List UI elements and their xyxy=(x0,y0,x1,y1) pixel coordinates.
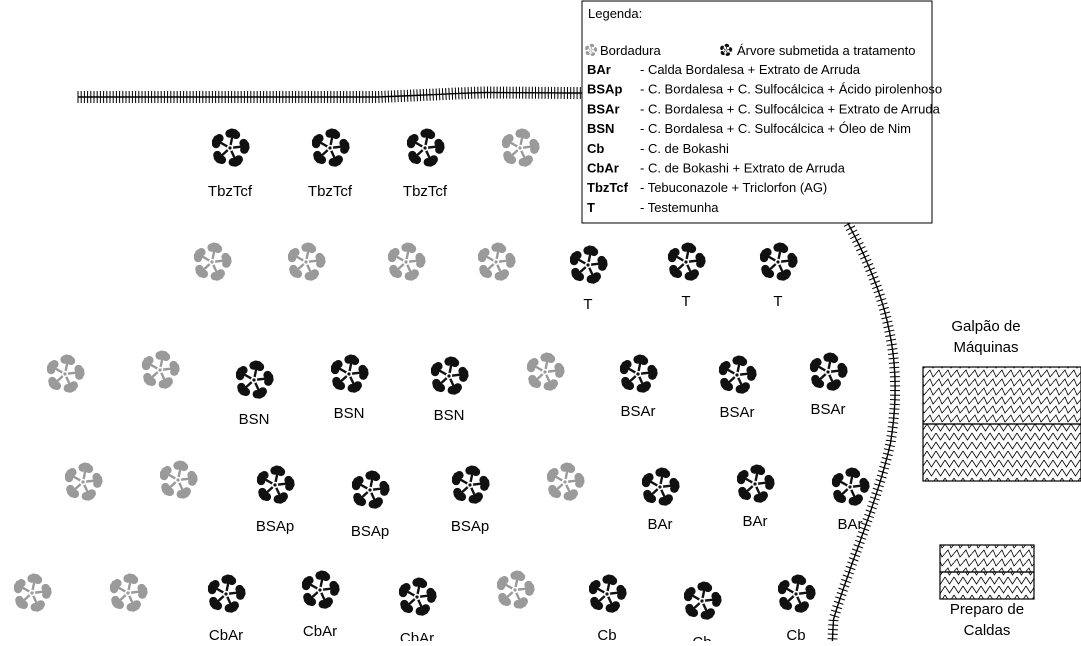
tree-label: CbAr xyxy=(209,627,243,641)
tree-label: BSAp xyxy=(451,518,489,535)
treated-tree: CbAr xyxy=(302,571,340,641)
legend-entry-desc: - C. de Bokashi xyxy=(640,141,729,156)
legend-entry-desc: - Testemunha xyxy=(640,200,719,215)
legend-entry-code: CbAr xyxy=(587,161,619,176)
border-tree xyxy=(160,461,198,499)
treated-tree: BSN xyxy=(236,361,274,429)
legend-entry-desc: - C. Bordalesa + C. Sulfocálcica + Ácido… xyxy=(640,82,942,97)
treated-tree: BAr xyxy=(642,468,680,534)
tree-label: BSAp xyxy=(351,523,389,540)
tree-label: TbzTcf xyxy=(308,183,353,200)
legend-entry-desc: - Tebuconazole + Triclorfon (AG) xyxy=(640,180,827,195)
treated-tree: T xyxy=(668,243,706,311)
treated-tree: TbzTcf xyxy=(208,129,253,201)
legend-entry-code: TbzTcf xyxy=(587,180,629,195)
tree-label: TbzTcf xyxy=(403,183,448,200)
tree-label: CbAr xyxy=(303,623,337,640)
spray-prep-label-2: Caldas xyxy=(964,622,1011,639)
border-tree xyxy=(110,574,148,612)
border-tree xyxy=(194,243,232,281)
treated-tree: TbzTcf xyxy=(308,129,353,201)
treated-tree: BSAr xyxy=(620,355,658,421)
legend-entry-desc: - C. Bordalesa + C. Sulfocálcica + Extra… xyxy=(640,101,941,116)
tree-label: BAr xyxy=(647,516,672,533)
treated-tree: T xyxy=(570,246,608,314)
machinery-shed-label-1: Galpão de xyxy=(951,318,1020,335)
treated-tree: BSAp xyxy=(451,466,490,536)
border-tree xyxy=(142,351,180,389)
treated-tree: TbzTcf xyxy=(403,129,448,201)
tree-label: CbAr xyxy=(400,630,434,641)
tree-label: BSAp xyxy=(256,518,294,535)
treated-tree: BAr xyxy=(737,465,775,531)
tree-label: Cb xyxy=(786,627,805,641)
treated-tree: Cb xyxy=(684,582,722,642)
legend-border-label: Bordadura xyxy=(600,43,661,58)
legend-entry-code: BSN xyxy=(587,121,614,136)
treated-tree: T xyxy=(760,243,798,311)
treated-tree: BAr xyxy=(832,468,870,534)
spray-prep-building: Preparo de Caldas xyxy=(940,545,1034,639)
legend-entry: TbzTcf - Tebuconazole + Triclorfon (AG) xyxy=(587,180,827,195)
tree-label: Cb xyxy=(597,627,616,641)
tree-label: BSAr xyxy=(810,401,845,418)
legend-entry: BSAp - C. Bordalesa + C. Sulfocálcica + Á… xyxy=(587,82,942,97)
legend-entry-desc: - C. de Bokashi + Extrato de Arruda xyxy=(640,161,846,176)
legend-entry-code: BAr xyxy=(587,62,611,77)
treated-tree: BSN xyxy=(431,357,469,425)
border-tree xyxy=(14,574,52,612)
legend: Legenda: Bordadura Árvore submetida a tr… xyxy=(582,1,942,223)
machinery-shed-roof-top xyxy=(923,367,1081,424)
border-tree xyxy=(47,355,85,393)
machinery-shed: Galpão de Máquinas xyxy=(923,318,1081,481)
border-tree xyxy=(478,243,516,281)
legend-title: Legenda: xyxy=(588,6,642,21)
treated-tree: BSAr xyxy=(719,356,757,422)
spray-prep-label-1: Preparo de xyxy=(950,601,1024,618)
tree-label: BSAr xyxy=(719,404,754,421)
legend-entry-desc: - Calda Bordalesa + Extrato de Arruda xyxy=(640,62,861,77)
treated-tree: BSAr xyxy=(810,353,848,419)
treated-tree: BSN xyxy=(331,355,369,423)
border-tree xyxy=(497,571,535,609)
tree-label: T xyxy=(583,296,592,313)
machinery-shed-label-2: Máquinas xyxy=(953,339,1018,356)
tree-label: BSN xyxy=(434,407,465,424)
tree-label: T xyxy=(773,293,782,310)
treated-tree: BSAp xyxy=(351,471,390,541)
border-tree xyxy=(502,129,540,167)
legend-entry-code: BSAr xyxy=(587,101,620,116)
legend-entry: BSAr - C. Bordalesa + C. Sulfocálcica + E… xyxy=(587,101,941,116)
tree-label: BAr xyxy=(837,516,862,533)
border-tree xyxy=(65,463,103,501)
tree-label: BAr xyxy=(742,513,767,530)
border-tree xyxy=(527,353,565,391)
tree-label: BSN xyxy=(334,405,365,422)
border-tree xyxy=(547,463,585,501)
treated-tree: Cb xyxy=(589,575,627,642)
treated-tree: BSAp xyxy=(256,466,295,536)
spray-prep-roof-top xyxy=(940,545,1034,572)
tree-label: TbzTcf xyxy=(208,183,253,200)
machinery-shed-roof-bottom xyxy=(923,424,1081,481)
border-tree xyxy=(388,243,426,281)
treated-tree: CbAr xyxy=(208,575,246,642)
legend-entry-code: T xyxy=(587,200,595,215)
tree-label: BSN xyxy=(239,411,270,428)
tree-label: Cb xyxy=(692,634,711,641)
treated-tree: Cb xyxy=(778,575,816,642)
legend-entry-desc: - C. Bordalesa + C. Sulfocálcica + Óleo … xyxy=(640,121,911,136)
tree-label: T xyxy=(681,293,690,310)
tree-label: BSAr xyxy=(620,403,655,420)
legend-entry-code: BSAp xyxy=(587,82,622,97)
legend-treated-label: Árvore submetida a tratamento xyxy=(737,43,915,58)
treated-tree: CbAr xyxy=(399,578,437,642)
spray-prep-roof-bottom xyxy=(940,572,1034,599)
border-tree xyxy=(288,243,326,281)
legend-entry-code: Cb xyxy=(587,141,604,156)
